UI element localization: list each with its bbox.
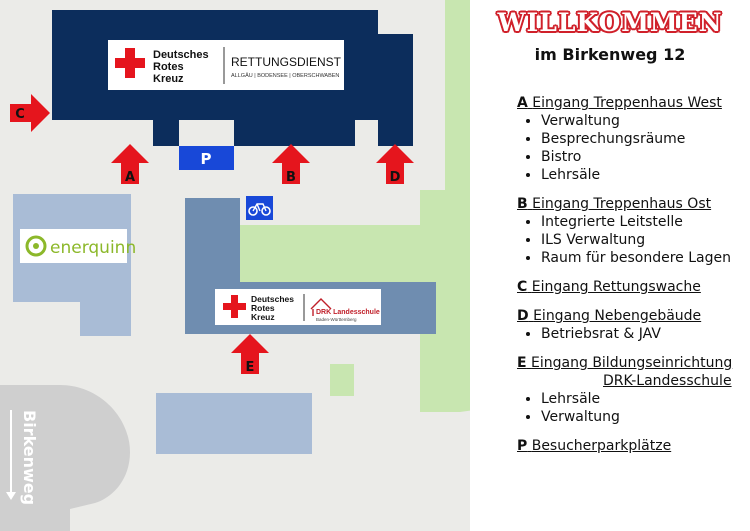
legend-title: Eingang Treppenhaus West <box>532 95 722 111</box>
legend-item: Lehrsäle <box>541 390 747 408</box>
red-cross-icon <box>115 48 145 78</box>
red-cross-icon <box>223 295 246 318</box>
entrance-arrow-d: D <box>376 144 414 185</box>
svg-text:D: D <box>390 170 401 185</box>
sign-main-division: RETTUNGSDIENST <box>231 55 342 69</box>
green-area-courtyard <box>240 225 420 282</box>
legend-item: Besprechungsräume <box>541 130 747 148</box>
sign-school-region: Baden-Württemberg <box>316 317 357 322</box>
svg-text:C: C <box>15 107 25 122</box>
sign-school-line3: Kreuz <box>251 312 275 322</box>
legend-title: Eingang Nebengebäude <box>533 308 702 324</box>
entrance-arrow-c: C <box>10 94 50 132</box>
legend-entry-b: B Eingang Treppenhaus Ost Integrierte Le… <box>517 195 747 267</box>
legend-letter: B <box>517 196 528 212</box>
legend-letter: E <box>517 355 527 371</box>
street-name: Birkenweg <box>20 410 39 505</box>
bicycle-icon <box>246 196 273 220</box>
entrance-arrow-e: E <box>231 334 269 375</box>
legend-item: Verwaltung <box>541 408 747 426</box>
sign-main-line3: Kreuz <box>153 73 184 85</box>
entrance-legend: A Eingang Treppenhaus West Verwaltung Be… <box>517 94 747 466</box>
legend-title: Eingang Treppenhaus Ost <box>532 196 712 212</box>
legend-title: Eingang Rettungswache <box>531 279 701 295</box>
legend-item: Integrierte Leitstelle <box>541 213 747 231</box>
legend-title: Besucherparkplätze <box>531 438 672 454</box>
parking-label: P <box>201 150 212 168</box>
legend-letter: P <box>517 438 528 454</box>
legend-item: ILS Verwaltung <box>541 231 747 249</box>
sign-school-name: DRK Landesschule <box>316 309 380 316</box>
site-map: enerquinn Birkenweg P <box>0 0 470 531</box>
legend-letter: D <box>517 308 529 324</box>
legend-item: Bistro <box>541 148 747 166</box>
legend-item: Raum für besondere Lagen <box>541 249 747 267</box>
sign-main-line1: Deutsches <box>153 49 209 61</box>
street-birkenweg <box>0 385 130 531</box>
sign-landesschule: Deutsches Rotes Kreuz DRK Landesschule B… <box>215 289 381 325</box>
legend-item: Betriebsrat & JAV <box>541 325 747 343</box>
sign-main-regions: ALLGÄU | BODENSEE | OBERSCHWABEN <box>231 72 339 79</box>
enerquinn-logo-dot <box>33 243 39 249</box>
legend-letter: A <box>517 95 528 111</box>
green-patch <box>330 364 354 396</box>
svg-text:B: B <box>286 170 296 185</box>
welcome-title: WILLKOMMEN <box>497 8 723 37</box>
green-area-north <box>445 0 470 190</box>
enerquinn-logo-icon <box>25 235 47 257</box>
legend-item: Lehrsäle <box>541 166 747 184</box>
sign-main-line2: Rotes <box>153 61 184 73</box>
legend-letter: C <box>517 279 528 295</box>
legend-entry-p: P Besucherparkplätze <box>517 437 747 455</box>
legend-subtitle: DRK-Landesschule <box>603 373 732 389</box>
legend-item: Verwaltung <box>541 112 747 130</box>
sign-school-line2: Rotes <box>251 303 275 313</box>
legend-title: Eingang Bildungseinrichtung <box>531 355 733 371</box>
legend-entry-e: E Eingang Bildungseinrichtung DRK-Landes… <box>517 354 747 426</box>
green-area-east <box>420 190 470 412</box>
enerquinn-logo-text: enerquinn <box>50 238 136 258</box>
sign-school-line1: Deutsches <box>251 294 294 304</box>
parking-area <box>179 146 234 170</box>
entrance-arrow-b: B <box>272 144 310 185</box>
legend-entry-a: A Eingang Treppenhaus West Verwaltung Be… <box>517 94 747 184</box>
entrance-arrow-a: A <box>111 144 149 185</box>
svg-text:E: E <box>246 360 255 375</box>
legend-panel: WILLKOMMEN im Birkenweg 12 A Eingang Tre… <box>470 0 750 531</box>
house-outline-icon <box>310 298 332 316</box>
svg-text:A: A <box>125 170 135 185</box>
legend-entry-c: C Eingang Rettungswache <box>517 278 747 296</box>
address-subtitle: im Birkenweg 12 <box>534 45 686 64</box>
street-direction-arrowhead <box>6 492 16 500</box>
south-building <box>156 393 312 454</box>
sign-rettungsdienst: Deutsches Rotes Kreuz RETTUNGSDIENST ALL… <box>108 40 344 90</box>
legend-entry-d: D Eingang Nebengebäude Betriebsrat & JAV <box>517 307 747 343</box>
